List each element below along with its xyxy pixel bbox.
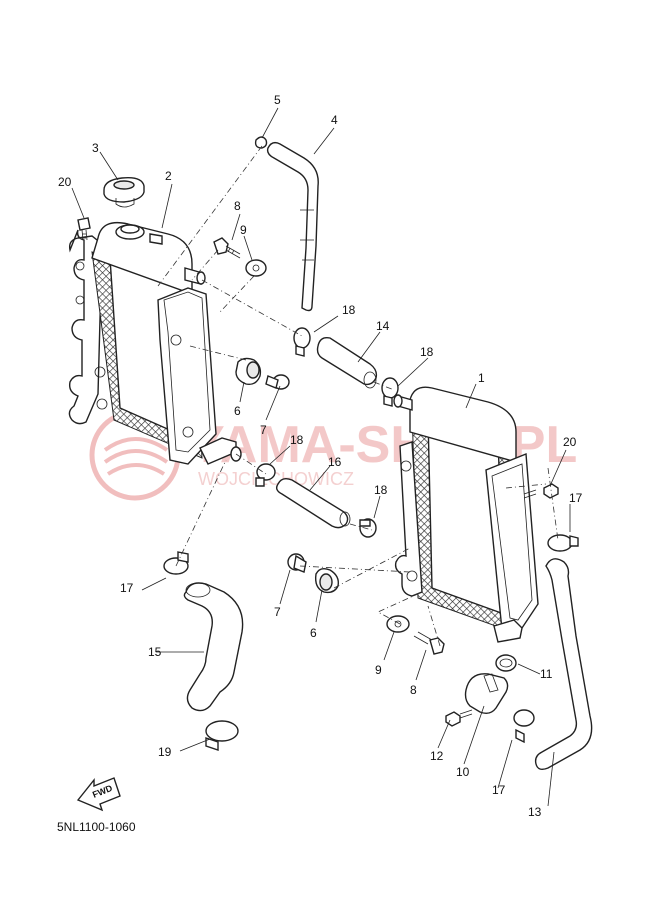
callout-16: 16 <box>328 455 342 469</box>
joint-10 <box>464 673 509 715</box>
bolt-12 <box>445 709 473 727</box>
grommet-6-left <box>235 357 262 386</box>
callout-14: 14 <box>376 319 390 333</box>
callout-17-lower: 17 <box>492 783 506 797</box>
leader-lines <box>71 107 571 807</box>
collar-7-left <box>265 374 290 390</box>
callout-13: 13 <box>528 805 542 819</box>
callout-8-lower: 8 <box>410 683 417 697</box>
callout-7-left: 7 <box>260 423 267 437</box>
callout-8-upper: 8 <box>234 199 241 213</box>
callout-17-left: 17 <box>120 581 134 595</box>
callout-20-right: 20 <box>563 435 577 449</box>
callout-17-right: 17 <box>569 491 583 505</box>
clamp-18-c <box>255 463 276 487</box>
callout-20-left: 20 <box>58 175 72 189</box>
callout-11: 11 <box>540 667 553 681</box>
callout-15: 15 <box>148 645 162 659</box>
watermark-subtext: WOJCIECHOWICZ <box>198 469 354 489</box>
callout-numbers: 1 2 3 4 5 6 6 7 7 8 8 9 9 10 11 12 13 14… <box>58 93 583 819</box>
hose-15 <box>183 582 244 712</box>
clip-5 <box>254 136 268 149</box>
bolt-20-left <box>77 217 91 241</box>
clamp-17-left <box>163 551 189 575</box>
bolt-8-lower <box>413 631 445 655</box>
callout-12: 12 <box>430 749 444 763</box>
callout-9-upper: 9 <box>240 223 247 237</box>
callout-3: 3 <box>92 141 99 155</box>
bolt-20-right <box>523 483 559 499</box>
callout-7-right: 7 <box>274 605 281 619</box>
pipe-14 <box>316 336 378 389</box>
grommet-6-right <box>314 567 340 594</box>
o-ring-11 <box>495 654 517 672</box>
pipe-16 <box>275 477 351 529</box>
callout-5: 5 <box>274 93 281 107</box>
clamp-19 <box>205 720 239 751</box>
callout-6-left: 6 <box>234 404 241 418</box>
clamp-18-d <box>359 518 377 538</box>
callout-18-d: 18 <box>374 483 388 497</box>
overflow-hose-4 <box>266 141 319 312</box>
callout-4: 4 <box>331 113 338 127</box>
callout-18-a: 18 <box>342 303 356 317</box>
left-radiator-assembly <box>68 221 242 465</box>
bolt-8-upper <box>213 237 241 259</box>
dash-lines <box>157 145 559 647</box>
callout-1: 1 <box>478 371 485 385</box>
forward-arrow-icon: FWD <box>76 777 121 812</box>
clamp-17-lower <box>513 709 535 744</box>
callout-2: 2 <box>165 169 172 183</box>
clamp-18-a <box>293 327 311 357</box>
callout-19: 19 <box>158 745 172 759</box>
callout-6-right: 6 <box>310 626 317 640</box>
callout-18-c: 18 <box>290 433 304 447</box>
collar-9-upper <box>245 259 267 277</box>
radiator-cap <box>103 176 145 208</box>
callout-18-b: 18 <box>420 345 434 359</box>
diagram-code: 5NL1100-1060 <box>57 820 136 834</box>
hose-13 <box>534 558 593 771</box>
callout-10: 10 <box>456 765 470 779</box>
right-radiator-assembly <box>393 386 539 643</box>
collar-9-lower <box>386 615 410 633</box>
collar-7-right <box>287 553 307 573</box>
clamp-17-right <box>547 534 579 552</box>
callout-9-lower: 9 <box>375 663 382 677</box>
